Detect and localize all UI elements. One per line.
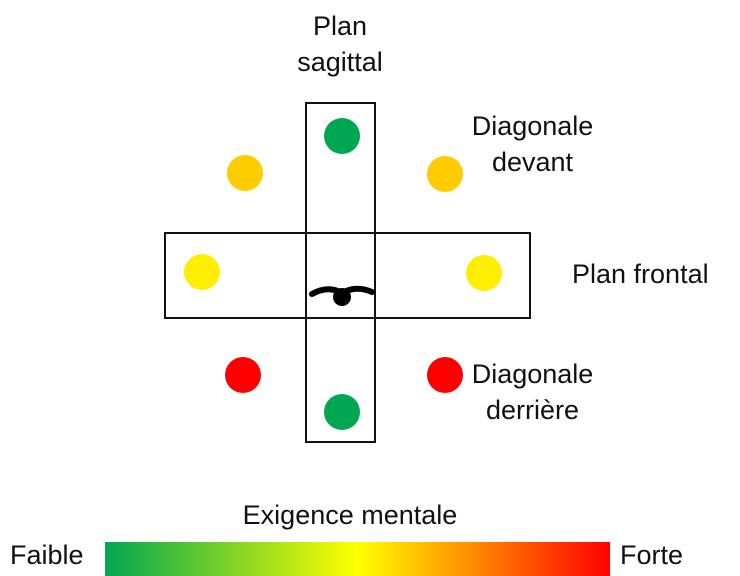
diagonal-back-label-line2: derrière [485,395,580,425]
frontal-plane-label: Plan frontal [572,259,709,289]
diagonal-front-label-line2: devant [491,147,574,177]
dot-frontal-right [466,255,502,291]
scale-title: Exigence mentale [242,500,458,530]
sagittal-label-line1: Plan [312,11,368,41]
mental-demand-gradient-bar [105,542,610,576]
dot-frontal-left [184,254,220,290]
sagittal-plane-box [305,102,376,443]
diagonal-front-label: Diagonale devant [440,108,625,180]
dot-diagonal-back-left [225,357,261,393]
dot-diagonal-front-left [227,155,263,191]
sagittal-plane-label: Plan sagittal [270,8,410,80]
dot-diagonal-back-right [427,357,463,393]
dot-sagittal-back [324,394,360,430]
diagonal-back-label: Diagonale derrière [440,356,625,428]
scale-high-label: Forte [620,540,684,570]
dot-sagittal-front [324,118,360,154]
scale-low-label: Faible [10,540,84,570]
frontal-plane-box [164,232,531,319]
person-top-view-icon [309,285,375,306]
dot-diagonal-front-right [427,156,463,192]
diagonal-back-label-line1: Diagonale [471,359,594,389]
sagittal-label-line2: sagittal [297,47,383,77]
diagonal-front-label-line1: Diagonale [471,111,594,141]
